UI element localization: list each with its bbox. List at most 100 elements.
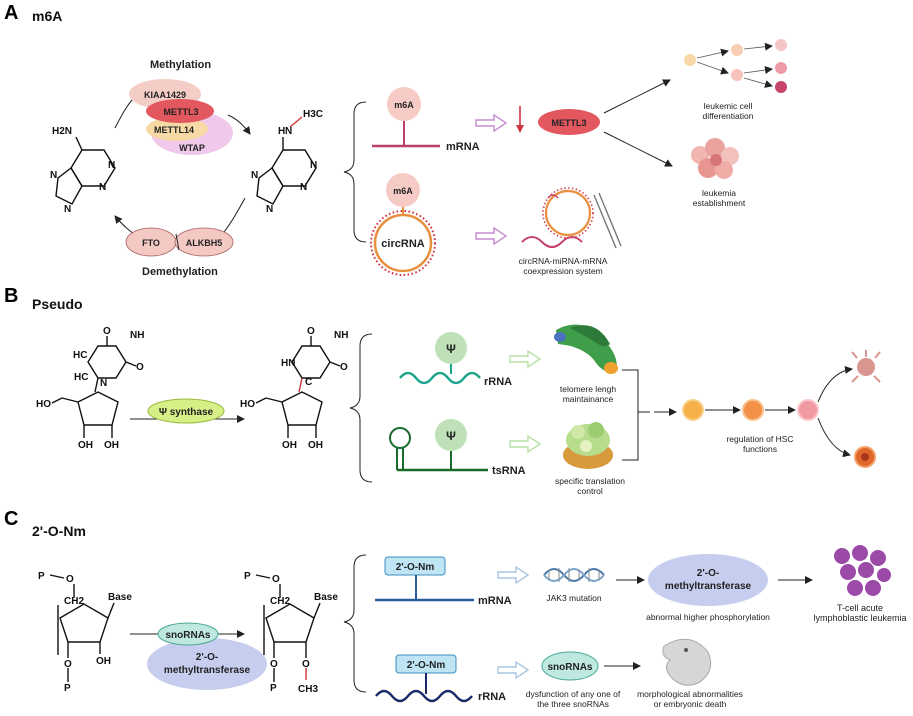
ribose-structure-left xyxy=(49,574,115,682)
methyltransferase-oval-c xyxy=(147,638,267,690)
mettl3-oval xyxy=(146,99,214,123)
svg-text:OH: OH xyxy=(282,440,297,451)
svg-text:P: P xyxy=(38,571,45,582)
mettl3-label: METTL3 xyxy=(164,107,199,117)
svg-text:N: N xyxy=(266,204,273,215)
leukemic-diff-line2: differentiation xyxy=(703,111,754,121)
svg-text:N: N xyxy=(300,182,307,193)
m6a-marker-circ xyxy=(386,173,420,207)
svg-text:OH: OH xyxy=(96,656,111,667)
enzyme-line1-c: 2'-O- xyxy=(196,652,218,663)
panel-b: B Pseudo O NH HC HC N O HO OH OH Ψ synth… xyxy=(4,285,881,496)
demethylation-arrow-in xyxy=(223,197,246,233)
phosphorylation-label: abnormal higher phosphorylation xyxy=(646,612,770,622)
m6a-tag-mrna: m6A xyxy=(394,100,414,110)
svg-text:HC: HC xyxy=(73,350,87,361)
morph-line1: morphological abnormalities xyxy=(637,689,743,699)
svg-text:O: O xyxy=(270,659,278,670)
svg-text:P: P xyxy=(244,571,251,582)
fto-label: FTO xyxy=(142,238,160,248)
psi-marker-tsrna xyxy=(435,419,467,451)
svg-text:O: O xyxy=(66,574,74,585)
panel-a-letter: A xyxy=(4,2,18,24)
hsc-cells xyxy=(682,350,881,468)
rrna-label-b: rRNA xyxy=(484,376,512,388)
svg-text:O: O xyxy=(340,362,348,373)
telomere-protein-illustration xyxy=(554,324,618,374)
coexpression-illustration xyxy=(521,187,622,249)
svg-text:O: O xyxy=(103,326,111,337)
svg-text:N: N xyxy=(285,126,292,137)
brace-a xyxy=(343,101,367,243)
psi-label-tsrna: Ψ xyxy=(446,429,456,443)
panel-b-title: Pseudo xyxy=(32,296,83,312)
dysfunction-line2: the three snoRNAs xyxy=(537,699,609,709)
brace-b xyxy=(349,333,373,483)
hsc-line2: functions xyxy=(743,444,777,454)
rrna-strand-b xyxy=(399,371,481,385)
enzyme-line2-c: methyltransferase xyxy=(164,665,251,676)
rrna-label-c: rRNA xyxy=(478,691,506,703)
enzyme-effect-line1: 2'-O- xyxy=(697,568,719,579)
mettl3-label-effect: METTL3 xyxy=(552,118,587,128)
svg-text:OH: OH xyxy=(78,440,93,451)
brace-c xyxy=(343,554,367,693)
m6a-marker-mrna xyxy=(387,87,421,121)
demethylation-label: Demethylation xyxy=(142,266,218,278)
svg-text:O: O xyxy=(307,326,315,337)
svg-text:H: H xyxy=(278,126,285,137)
svg-text:NH: NH xyxy=(334,330,348,341)
h3c-label: H3C xyxy=(303,109,323,120)
hsc-line1: regulation of HSC xyxy=(726,434,793,444)
tall-line1: T-cell acute xyxy=(837,603,883,613)
arrow-c-rrna xyxy=(497,660,530,680)
ch3-label: CH3 xyxy=(298,684,318,695)
m6a-structure xyxy=(256,116,317,205)
svg-text:O: O xyxy=(64,659,72,670)
svg-text:HO: HO xyxy=(240,399,255,410)
methylation-arrow-out xyxy=(227,114,251,135)
mettl14-label: METTL14 xyxy=(154,125,194,135)
mettl14-oval xyxy=(146,117,208,141)
differentiation-cells xyxy=(684,39,787,93)
psi-synthase-label: Ψ synthase xyxy=(159,407,214,418)
arrow-c-mrna xyxy=(497,565,530,585)
svg-text:HO: HO xyxy=(36,399,51,410)
svg-text:N: N xyxy=(99,182,106,193)
h2n-label: H2N xyxy=(52,126,72,137)
snornas-label-b: snoRNAs xyxy=(547,662,592,673)
coexpression-line1: circRNA-miRNA-mRNA xyxy=(519,256,608,266)
m6a-tag-circ: m6A xyxy=(393,186,413,196)
arrow-b-rrna xyxy=(509,349,542,369)
methylation-arrow-in xyxy=(114,99,133,129)
snornas-oval-b xyxy=(541,651,599,681)
svg-text:N: N xyxy=(310,160,317,171)
snornas-oval-a xyxy=(157,622,219,646)
morph-line2: or embryonic death xyxy=(654,699,727,709)
wtap-label: WTAP xyxy=(179,143,205,153)
ribose-structure-right xyxy=(255,574,321,682)
svg-text:OH: OH xyxy=(104,440,119,451)
svg-text:N: N xyxy=(251,170,258,181)
mrna-label-a: mRNA xyxy=(446,141,480,153)
svg-text:P: P xyxy=(270,683,277,694)
svg-text:OH: OH xyxy=(308,440,323,451)
svg-text:O: O xyxy=(272,574,280,585)
translation-complex-illustration xyxy=(563,422,613,469)
svg-text:NH: NH xyxy=(130,330,144,341)
adenine-structure xyxy=(55,136,116,205)
panel-a: A m6A H2N N N N N Methylation KIAA1429 M… xyxy=(4,2,787,278)
arrow-a-mrna xyxy=(475,113,508,133)
leukemia-est-line1: leukemia xyxy=(702,188,736,198)
ch2-label-right: CH2 xyxy=(270,596,290,607)
panel-c-letter: C xyxy=(4,508,18,530)
base-label-left: Base xyxy=(108,592,132,603)
base-label-right: Base xyxy=(314,592,338,603)
telomere-line1: telomere lengh xyxy=(560,384,617,394)
svg-text:N: N xyxy=(64,204,71,215)
panel-a-title: m6A xyxy=(32,8,62,24)
dysfunction-line1: dysfunction of any one of xyxy=(526,689,621,699)
uridine-structure xyxy=(51,336,137,438)
svg-text:N: N xyxy=(50,170,57,181)
